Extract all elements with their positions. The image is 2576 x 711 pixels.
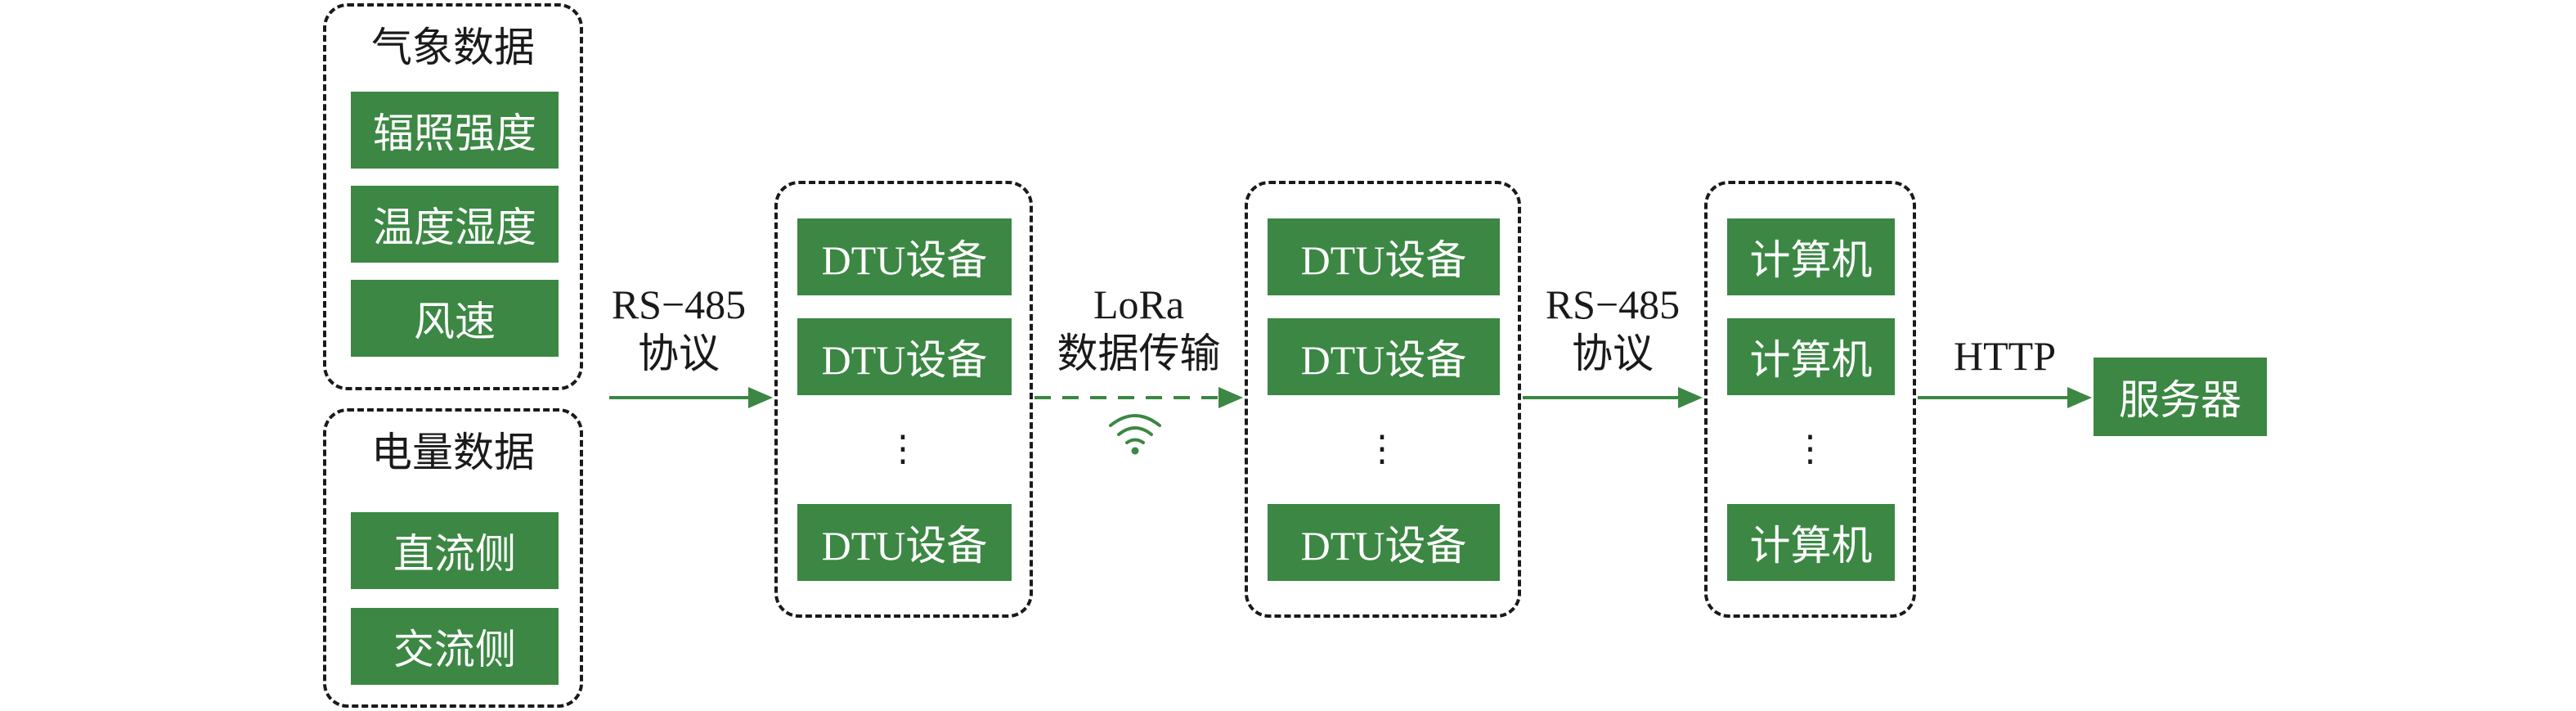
dc-side-box: 直流侧 [351, 512, 559, 589]
arrow-computer-to-server [1918, 387, 2092, 408]
dtu-device-box: DTU设备 [797, 218, 1012, 295]
weather-group-title: 气象数据 [371, 25, 535, 70]
rs485-label-1: RS−485 协议 [585, 280, 773, 378]
weather-data-group: 气象数据 辐照强度 温度湿度 风速 [323, 3, 583, 390]
computer-box: 计算机 [1727, 504, 1895, 581]
power-group-title: 电量数据 [371, 430, 535, 475]
lora-label-line1: LoRa [1093, 281, 1185, 327]
rs485-label-2-line2: 协议 [1572, 331, 1654, 376]
rs485-label-2-line1: RS−485 [1545, 281, 1681, 327]
temperature-humidity-box: 温度湿度 [351, 186, 559, 263]
ellipsis-computer: ⋮ [1792, 429, 1829, 469]
computer-box: 计算机 [1727, 318, 1895, 395]
dtu-device-box: DTU设备 [1268, 318, 1500, 395]
arrow-dtu-to-computer [1523, 387, 1703, 408]
lora-label-line2: 数据传输 [1057, 331, 1221, 376]
dtu-device-box: DTU设备 [797, 504, 1012, 581]
rs485-label-1-line2: 协议 [638, 331, 720, 376]
computer-group: 计算机 计算机 ⋮ 计算机 [1704, 181, 1916, 618]
wind-speed-box: 风速 [351, 280, 559, 357]
wifi-icon [1109, 414, 1161, 455]
arrow-lora-dashed [1034, 387, 1243, 408]
computer-box: 计算机 [1727, 218, 1895, 295]
power-data-group: 电量数据 直流侧 交流侧 [323, 408, 583, 708]
dtu-group-left: DTU设备 DTU设备 ⋮ DTU设备 [774, 181, 1033, 618]
ellipsis-dtu-right: ⋮ [1364, 429, 1400, 469]
http-label: HTTP [1954, 333, 2056, 379]
irradiance-box: 辐照强度 [351, 92, 559, 169]
rs485-label-1-line1: RS−485 [611, 281, 747, 327]
ac-side-box: 交流侧 [351, 608, 559, 685]
lora-label: LoRa 数据传输 [1034, 280, 1243, 378]
arrow-sensors-to-dtu [609, 387, 773, 408]
ellipsis-dtu-left: ⋮ [885, 429, 921, 469]
server-box: 服务器 [2094, 358, 2267, 436]
rs485-label-2: RS−485 协议 [1523, 280, 1703, 378]
dtu-device-box: DTU设备 [797, 318, 1012, 395]
dtu-device-box: DTU设备 [1268, 218, 1500, 295]
dtu-group-right: DTU设备 DTU设备 ⋮ DTU设备 [1245, 181, 1521, 618]
dtu-device-box: DTU设备 [1268, 504, 1500, 581]
